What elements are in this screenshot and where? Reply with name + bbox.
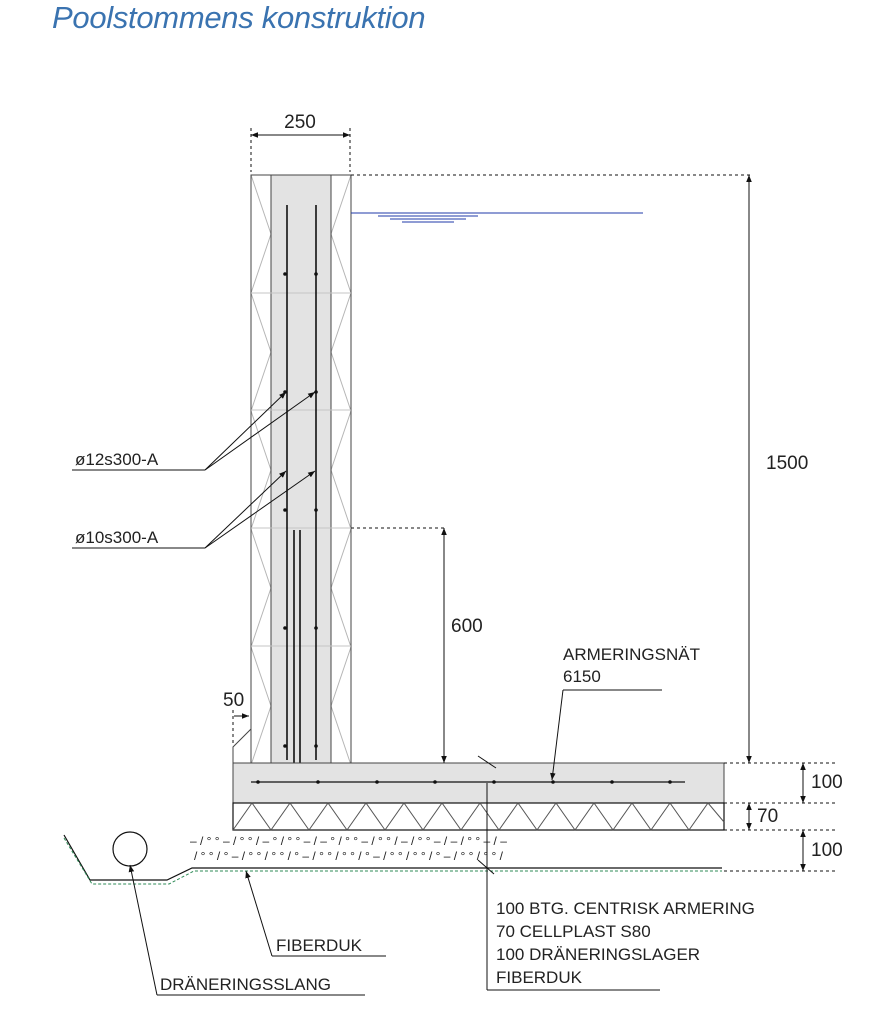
floor-slab: [232, 728, 725, 831]
layer-item: 100 DRÄNERINGSLAGER: [496, 945, 700, 964]
fiberduk-line: [63, 834, 722, 885]
label-rebar-horizontal: ø10s300-A: [75, 528, 159, 547]
dim-offset: 50: [223, 690, 244, 711]
dim-slab: 100: [811, 772, 843, 793]
dimension-texts: 250 1500 600 50 100 70 100: [223, 112, 843, 861]
leader-lines: [72, 391, 662, 996]
svg-text:– / ° ° – / ° ° / – ° / ° °: – / ° ° – / ° ° / – ° / ° ° – / – ° / ° …: [190, 834, 507, 848]
wall-insulation-inner: [330, 174, 352, 764]
label-drain-pipe: DRÄNERINGSSLANG: [160, 975, 331, 994]
cellplast-zigzag: [232, 802, 725, 831]
dim-insulation: 70: [757, 806, 778, 827]
concrete-slab: [232, 762, 725, 804]
drain-pipe: [112, 831, 148, 867]
layer-list: 100 BTG. CENTRISK ARMERING 70 CELLPLAST …: [496, 899, 755, 987]
pool-wall: [250, 174, 522, 781]
label-fiberduk: FIBERDUK: [276, 936, 363, 955]
mesh-dots: [256, 780, 672, 784]
label-mesh-line1: ARMERINGSNÄT: [563, 645, 700, 664]
water-level-symbol: [351, 212, 643, 223]
wall-concrete-core: [270, 174, 332, 764]
layer-item: FIBERDUK: [496, 968, 583, 987]
label-mesh-line2: 6150: [563, 667, 601, 686]
labels: ø12s300-A ø10s300-A ARMERINGSNÄT 6150 FI…: [75, 450, 700, 994]
cellplast-layer: [232, 802, 725, 831]
layer-item: 100 BTG. CENTRISK ARMERING: [496, 899, 755, 918]
dimension-lines: [232, 128, 835, 872]
drainage-layer: – / ° ° – / ° ° / – ° / ° ° – / – ° / ° …: [190, 834, 507, 863]
horizontal-rebar-dots: [283, 272, 318, 748]
wall-insulation-outer: [250, 174, 272, 764]
dim-rebar-height: 600: [451, 616, 483, 637]
dim-wall-width: 250: [284, 112, 316, 133]
label-rebar-vertical: ø12s300-A: [75, 450, 159, 469]
page-title: Poolstommens konstruktion: [52, 0, 426, 35]
dim-drainage: 100: [811, 840, 843, 861]
layer-item: 70 CELLPLAST S80: [496, 922, 651, 941]
svg-text:/ ° ° / ° – / ° ° / ° ° / ° –: / ° ° / ° – / ° ° / ° ° / ° – / ° ° / ° …: [194, 849, 504, 863]
dim-total-height: 1500: [766, 453, 808, 474]
